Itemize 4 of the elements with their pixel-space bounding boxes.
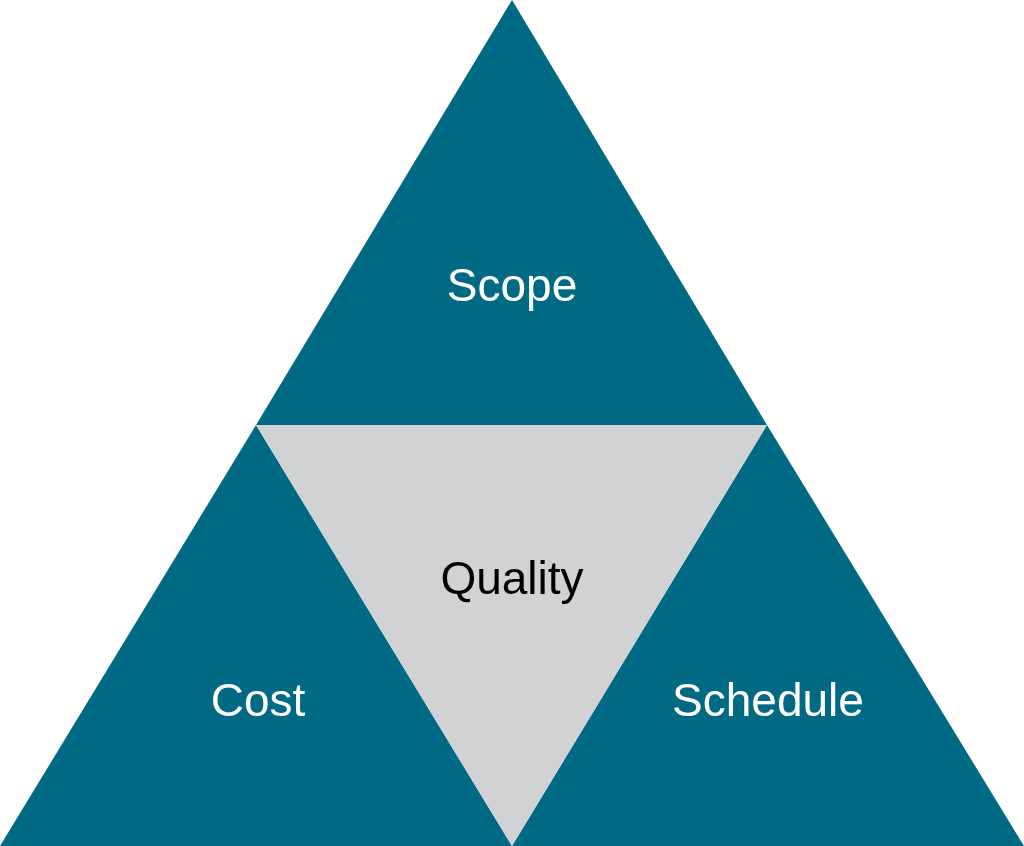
segment-label: Scope (446, 259, 578, 311)
segment-label: Schedule (672, 674, 864, 726)
segment-label: Cost (210, 674, 306, 726)
segment-label: Quality (440, 552, 584, 604)
